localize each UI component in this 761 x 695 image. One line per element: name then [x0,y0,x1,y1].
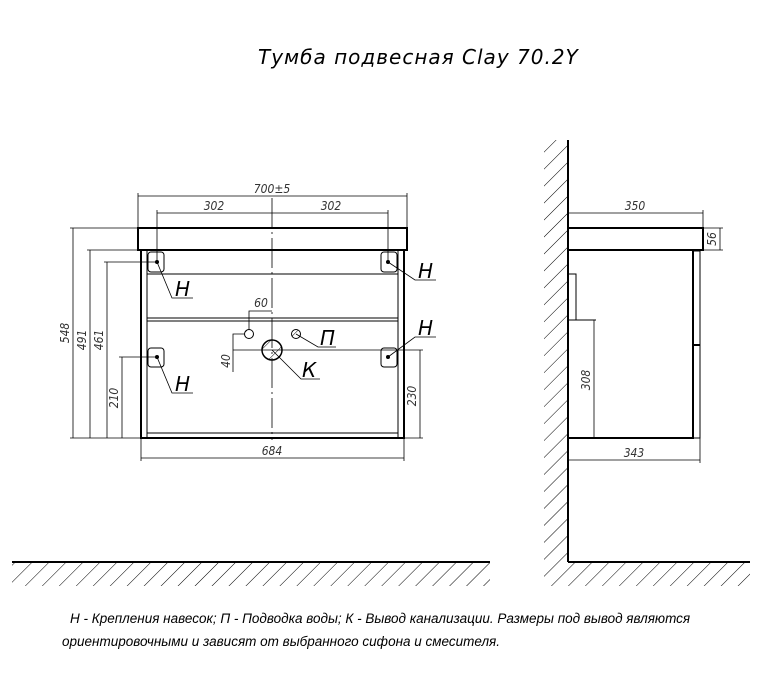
dim-hanger-left: 302 [204,199,225,213]
legend-line-2: ориентировочными и зависят от выбранного… [62,634,501,649]
cabinet-body-front [140,249,405,439]
dim-drain-height: 230 [405,386,419,407]
dim-water-offset: 60 [254,296,268,310]
dim-top-thickness: 56 [705,232,719,246]
hanger-label: Н [418,316,433,340]
countertop-front [137,227,408,251]
drain-label: К [302,358,317,382]
legend-line-1: Н - Крепления навесок; П - Подводка воды… [70,611,691,626]
water-inlet-icon [244,329,254,339]
side-view: 350 56 308 343 [544,140,723,562]
dim-height-body: 491 [75,330,89,351]
dim-height-top-hangers: 461 [92,330,106,351]
dim-height-total: 548 [58,323,72,344]
water-label: П [320,326,335,350]
dim-overall-width: 700±5 [254,182,291,196]
dim-depth-body: 343 [624,446,645,460]
hanger-label: Н [175,372,190,396]
dim-depth-top: 350 [625,199,646,213]
hanger-icon [380,251,398,273]
countertop-side [567,227,704,251]
dim-height-bottom-hangers: 210 [107,388,121,409]
cabinet-body-side [567,249,694,439]
floor-hatch-side [544,562,750,586]
hanger-icon [147,347,165,368]
dim-body-width: 684 [262,444,283,458]
hanger-icon [380,347,398,368]
hanger-label: Н [175,277,190,301]
dim-drain-offset: 40 [219,354,233,368]
dim-inner-height: 308 [579,370,593,391]
dim-hanger-right: 302 [321,199,342,213]
drawing-title: Тумба подвесная Clay 70.2Y [258,45,580,69]
floor-hatch-front [12,562,490,586]
wall-hatch [544,140,568,562]
front-view: Н Н Н Н П К 700±5 302 302 548 491 461 21… [58,182,436,461]
hanger-label: Н [418,259,433,283]
